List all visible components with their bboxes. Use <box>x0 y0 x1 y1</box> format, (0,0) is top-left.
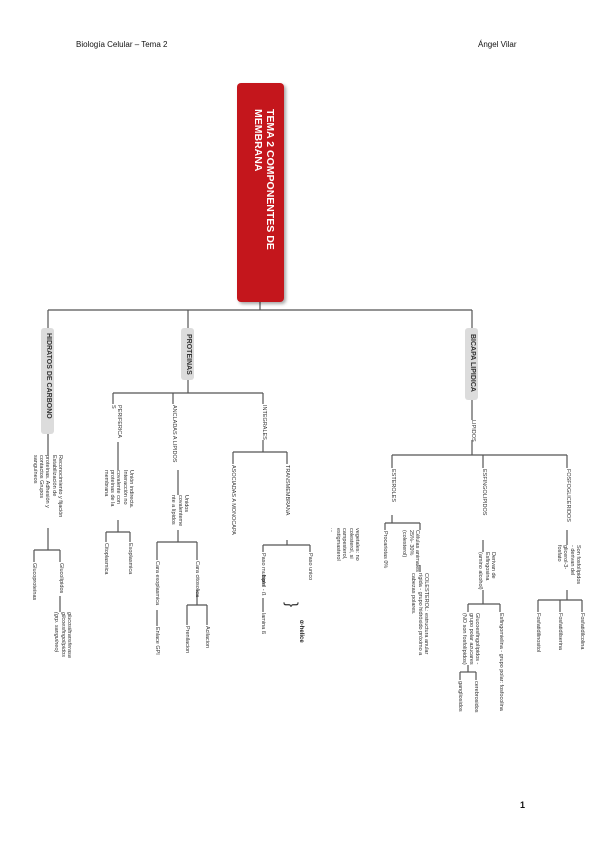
node-fosfatidilcolina: Fosfatidilcolina <box>579 613 585 650</box>
node-fosfogliceridos: FOSFOGLICERIDOS <box>565 469 571 522</box>
branch-proteinas-label: PROTEINAS <box>185 334 192 375</box>
node-enlace-gpi: Enlace GPI <box>154 627 160 655</box>
node-asociadas: ASOCIADAS A MONOCAPA <box>230 465 236 535</box>
node-glucoproteinas: Glucoproteínas <box>31 563 37 601</box>
branch-bicapa-label: BICAPA LIPIDICA <box>469 334 476 392</box>
node-cara-exoplasmica: Cara exoplasmica <box>154 561 160 606</box>
node-integrales: INTEGRALES <box>261 405 267 440</box>
node-esteroles: ESTEROLES <box>390 469 396 503</box>
hidratos-desc: Reconocimiento y fijación Estabilización… <box>31 455 63 518</box>
node-ancladas: ANCLADAS A LIPIDOS <box>171 405 177 463</box>
node-lipidos: LIPIDOS <box>470 420 476 442</box>
branch-proteinas: PROTEINAS <box>181 328 194 380</box>
node-lamina: lamina ß <box>260 613 266 635</box>
node-paso-unico: Paso unico <box>307 553 313 581</box>
node-acilacion: Acilacion <box>204 626 210 649</box>
node-fosfatidilinositol: Fosfatidilinositol <box>535 613 541 653</box>
node-prenilacion: Prenilacion <box>184 626 190 654</box>
title-box: TEMA 2 COMPONENTES DE MEMBRANA <box>237 83 284 302</box>
page-title: TEMA 2 COMPONENTES DE MEMBRANA <box>251 109 276 250</box>
brace-icon: } <box>283 602 300 608</box>
node-celulas-animales: Células animales 25%- 30% (colesterol) <box>401 530 420 572</box>
node-exoplasmica: Exoplasmica <box>127 543 133 575</box>
perifericas-desc: Unión indirecta. Interacción no covalent… <box>102 470 134 509</box>
esteroles-vegetales: vegetales: no colesterol, si campesterol… <box>328 528 360 561</box>
node-transmembrana: TRANSMEMBRANA <box>284 465 290 516</box>
node-citoplasmica: Citoplasmica <box>103 543 109 575</box>
node-glucoesfingolipidos: Glucoesfingolípidos - grupo polar azucar… <box>461 613 480 665</box>
node-perifericas: PERIFERICA S <box>109 405 122 439</box>
ancladas-desc: Unidos covalenteme nte a lípidos <box>170 495 189 527</box>
esfingolipidos-desc: Derivan de Esfingosina (amino alcohol) <box>477 552 496 590</box>
node-esfingomielina: Esfingomielina - grupo polar: fosfocolin… <box>498 613 504 711</box>
node-barril: barril - ß <box>260 575 266 596</box>
fosfogliceridos-desc: Son fosfolípidos - derivan del glicerol-… <box>556 545 581 585</box>
branch-hidratos: HIDRATOS DE CARBONO <box>41 328 54 434</box>
glucolipidos-desc: glucosiltransferasa glicoesfingolípidos … <box>53 612 72 658</box>
node-cara-citosolica: Cara citosolica <box>194 561 200 598</box>
node-esfingolipidos: ESFINGOLIPIDOS <box>481 469 487 516</box>
node-glucolipidos: Glucolípidos <box>58 563 64 594</box>
node-cerebrosidos: cerebrosidos <box>473 681 479 713</box>
node-gangliosidos: gangliosidos <box>457 681 463 712</box>
node-fosfatidilserina: Fosfatidilserina <box>557 613 563 650</box>
node-colesterol: COLESTEROL: estructura anular rígida - g… <box>410 573 429 656</box>
page-number: 1 <box>520 800 526 810</box>
branch-hidratos-label: HIDRATOS DE CARBONO <box>45 333 52 419</box>
node-procariotas: Procariotas 0% <box>382 531 388 569</box>
header-right: Ángel Vilar <box>478 40 517 49</box>
header-left: Biología Celular – Tema 2 <box>76 40 168 49</box>
branch-bicapa: BICAPA LIPIDICA <box>465 328 478 400</box>
node-alfa-helice: α-helice <box>298 620 304 643</box>
